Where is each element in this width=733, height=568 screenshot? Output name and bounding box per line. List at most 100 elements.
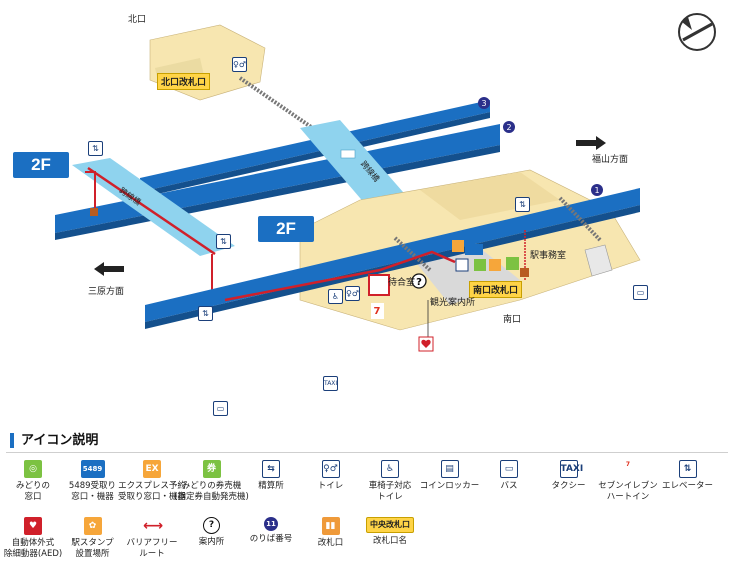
- fukuyama-direction-label: 福山方面: [592, 155, 629, 165]
- platform-1: [145, 188, 640, 322]
- aed-map-icon: [418, 336, 434, 352]
- legend-item: TAXI タクシー: [528, 460, 610, 492]
- legend-item: 5489 5489受取り 窓口・機器: [52, 460, 134, 502]
- legend-item: ▤ コインロッカー: [409, 460, 491, 492]
- aed-icon: ♥: [24, 517, 42, 535]
- legend-item: ◎ みどりの 窓口: [0, 460, 74, 502]
- legend-item-label: エレベーター: [661, 481, 713, 491]
- express-map-icon: [452, 240, 464, 252]
- toilet-map-icon-north: ♀♂: [232, 57, 247, 72]
- legend-item: ▭バス: [468, 460, 550, 492]
- north-gate-label: 北口改札口: [157, 73, 211, 90]
- platform-number-label: 3: [481, 99, 486, 108]
- 5489-icon: 5489: [80, 460, 105, 478]
- legend-item-label: セブンイレブン ハートイン: [598, 481, 658, 502]
- ticket-machine-map-icon: [506, 257, 519, 270]
- barrier-free-route-icon: ⟷: [143, 518, 164, 534]
- gate-name-icon: 中央改札口: [366, 517, 414, 533]
- svg-text:?: ?: [416, 277, 422, 288]
- taxi-icon: TAXI: [559, 460, 583, 478]
- ticket-machine-icon: 券: [202, 460, 221, 478]
- midori-window-icon: ◎: [24, 460, 42, 478]
- legend-item: EX エクスプレス予約 受取り窓口・機器: [111, 460, 193, 502]
- elevator-icon: ⇅: [678, 460, 697, 478]
- legend-item: 7 セブンイレブン ハートイン: [587, 460, 669, 502]
- legend-item: ⇅ エレベーター: [647, 460, 729, 492]
- legend-item-label: 自動体外式 除細動器(AED): [3, 538, 63, 559]
- platform-number-2-icon: 2: [503, 121, 515, 133]
- legend-item-label: バス: [500, 481, 518, 491]
- legend-item: ⇆ 精算所: [230, 460, 312, 492]
- legend-divider: [6, 452, 728, 453]
- legend-item-label: 5489受取り 窓口・機器: [68, 481, 117, 502]
- ticket-gate-icon: ▮▮: [321, 517, 340, 535]
- coin-locker-icon: ▤: [440, 460, 459, 478]
- legend-item-label: みどりの 窓口: [15, 481, 50, 502]
- legend-title: アイコン説明: [10, 433, 98, 448]
- legend-item-label: みどりの券売機 (指定券自動発売機): [174, 481, 249, 502]
- toilet-map-icon-south: ♀♂: [345, 286, 360, 301]
- legend-item: ♿ 車椅子対応 トイレ: [349, 460, 431, 502]
- elevator-map-icon-south: ⇅: [515, 197, 530, 212]
- stamp-map-icon: [489, 259, 501, 271]
- midori-window-map-icon: [474, 259, 486, 271]
- legend-item: ▮▮ 改札口: [290, 517, 372, 549]
- waiting-room-label: 待合室: [388, 278, 416, 288]
- station-office-label: 駅事務室: [530, 251, 567, 261]
- compass-icon: [678, 13, 716, 51]
- south-gate-label: 南口改札口: [469, 281, 523, 298]
- platform-number-1-icon: 1: [591, 184, 603, 196]
- elevator-map-icon-left: ⇅: [88, 141, 103, 156]
- legend-item-label: トイレ: [317, 481, 344, 491]
- seven-eleven-map-icon: 7: [371, 303, 384, 319]
- legend-item-label: 改札口名: [372, 536, 407, 546]
- toilet-icon: ♀♂: [321, 460, 340, 478]
- legend-item: ?案内所: [171, 517, 253, 548]
- 5489-map-icon: [465, 244, 483, 255]
- bus-map-icon-bottom: ▭: [213, 401, 228, 416]
- legend-item-label: のりば番号: [249, 534, 293, 544]
- express-reserve-icon: EX: [143, 460, 161, 478]
- legend-item: 中央改札口改札口名: [349, 517, 431, 547]
- station-map: 3 2 1 ? 7: [55, 13, 716, 352]
- legend-item-label: コインロッカー: [419, 481, 480, 491]
- platform-number-icon: 11: [264, 517, 278, 531]
- central-bridge: [300, 120, 410, 212]
- south-exit-label: 南口: [503, 315, 522, 325]
- mihara-direction-label: 三原方面: [88, 287, 125, 297]
- fukuyama-direction-arrow-icon: [576, 136, 606, 150]
- elevator-map-icon-center: ⇅: [216, 234, 231, 249]
- platform-3: [140, 100, 490, 192]
- information-map-icon: ?: [411, 273, 427, 289]
- fare-adjust-icon: ⇆: [262, 460, 280, 478]
- wheelchair-map-icon: ♿: [328, 289, 343, 304]
- svg-text:7: 7: [374, 306, 381, 317]
- legend-item: ♀♂ トイレ: [290, 460, 372, 492]
- taxi-map-icon: TAXI: [323, 376, 338, 391]
- mihara-direction-arrow-icon: [94, 262, 124, 276]
- platform-number-3-icon: 3: [478, 97, 490, 109]
- legend-item-label: 精算所: [258, 481, 284, 491]
- legend-item-label: 改札口: [317, 538, 344, 548]
- north-exit-label: 北口: [128, 15, 147, 25]
- legend-item: 11 のりば番号: [230, 517, 312, 545]
- fare-adjust-map-icon: [455, 258, 469, 272]
- legend-item-label: エクスプレス予約 受取り窓口・機器: [117, 481, 186, 502]
- legend-item: 券みどりの券売機 (指定券自動発売機): [171, 460, 253, 502]
- legend-item-label: タクシー: [551, 481, 586, 491]
- tourist-info-label: 観光案内所: [430, 298, 476, 308]
- elevator-map-icon-platform: ⇅: [198, 306, 213, 321]
- station-stamp-icon: ✿: [83, 517, 102, 535]
- legend-item-label: 車椅子対応 トイレ: [368, 481, 412, 502]
- information-icon: ?: [203, 517, 220, 534]
- legend-item: ♥ 自動体外式 除細動器(AED): [0, 517, 74, 559]
- bus-map-icon-right: ▭: [633, 285, 648, 300]
- wheelchair-toilet-icon: ♿: [381, 460, 399, 478]
- floor-badge-left: 2F: [13, 152, 69, 178]
- left-bridge: [72, 158, 235, 256]
- platform-number-label: 1: [594, 186, 599, 195]
- floor-badge-center: 2F: [258, 216, 314, 242]
- legend-item: ⟷ バリアフリー ルート: [111, 517, 193, 559]
- legend-item-label: バリアフリー ルート: [126, 538, 178, 559]
- seven-eleven-icon: 7: [619, 460, 637, 478]
